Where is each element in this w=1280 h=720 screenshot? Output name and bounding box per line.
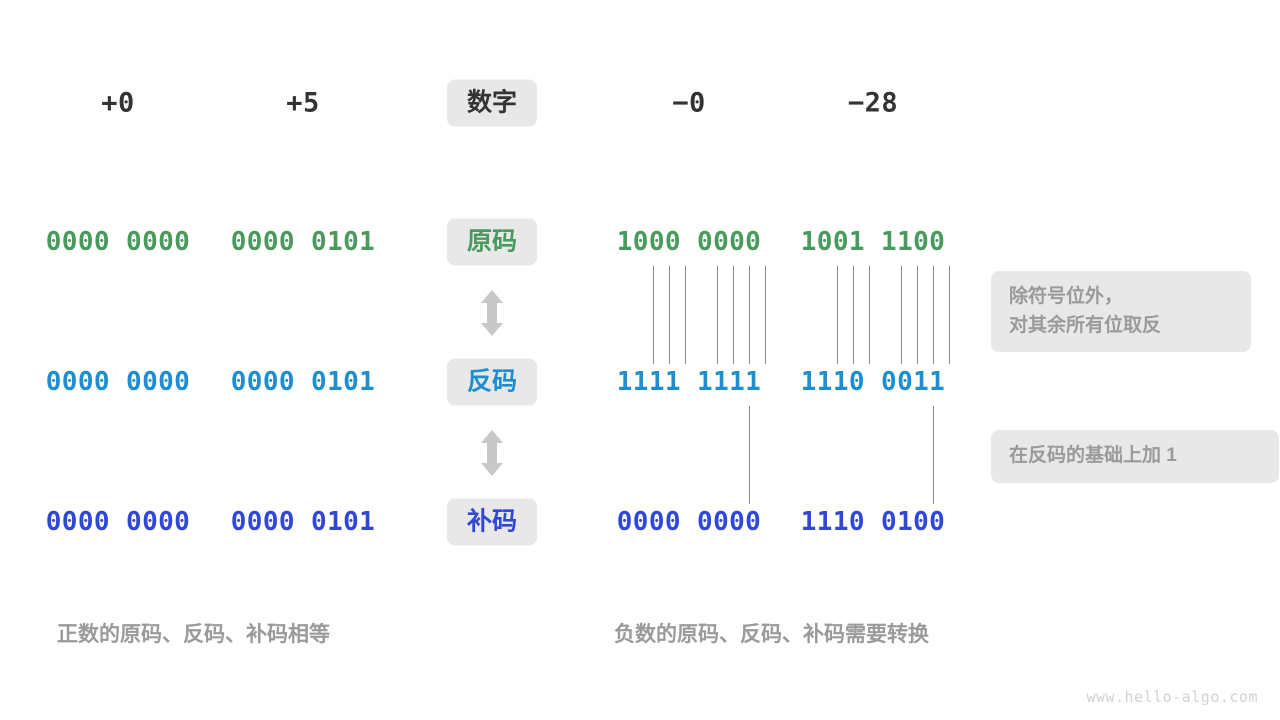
bits-twos-complement-minus-twentyeight: 1110 0100	[800, 507, 946, 537]
connector-line-invert-bit	[837, 266, 838, 364]
caption-positive-numbers: 正数的原码、反码、补码相等	[57, 623, 330, 646]
badge-label-sign-magnitude: 原码	[446, 218, 538, 266]
bits-sign-magnitude-minus-zero: 1000 0000	[616, 227, 762, 257]
badge-label-number: 数字	[446, 79, 538, 127]
row-badge-sign-magnitude: 原码	[446, 218, 538, 266]
connector-line-invert-bit	[853, 266, 854, 364]
connector-line-invert-bit	[933, 266, 934, 364]
bits-twos-complement-plus-zero: 0000 0000	[45, 507, 191, 537]
connector-line-invert-bit	[765, 266, 766, 364]
connector-line-add-one	[749, 406, 750, 504]
column-header-number-plus-zero: +0	[101, 87, 135, 119]
watermark-site-url: www.hello-algo.com	[1086, 688, 1258, 706]
badge-label-twos-complement: 补码	[446, 498, 538, 546]
bits-twos-complement-plus-five: 0000 0101	[230, 507, 376, 537]
bits-ones-complement-minus-zero: 1111 1111	[616, 367, 762, 397]
row-badge-ones-complement: 反码	[446, 358, 538, 406]
bits-ones-complement-minus-twentyeight: 1110 0011	[800, 367, 946, 397]
column-header-number-minus-twentyeight: −28	[847, 87, 899, 119]
bits-sign-magnitude-minus-twentyeight: 1001 1100	[800, 227, 946, 257]
row-badge-twos-complement: 补码	[446, 498, 538, 546]
connector-line-invert-bit	[917, 266, 918, 364]
connector-line-invert-bit	[717, 266, 718, 364]
connector-line-invert-bit	[653, 266, 654, 364]
arrow-up-down-icon	[479, 430, 505, 476]
connector-line-invert-bit	[949, 266, 950, 364]
note-invert-non-sign-bits: 除符号位外， 对其余所有位取反	[991, 271, 1251, 352]
connector-line-invert-bit	[733, 266, 734, 364]
connector-line-invert-bit	[749, 266, 750, 364]
badge-label-ones-complement: 反码	[446, 358, 538, 406]
connector-line-add-one	[933, 406, 934, 504]
column-header-number-minus-zero: −0	[672, 87, 706, 119]
arrow-up-down-icon	[479, 290, 505, 336]
bits-ones-complement-plus-five: 0000 0101	[230, 367, 376, 397]
connector-line-invert-bit	[669, 266, 670, 364]
bits-sign-magnitude-plus-five: 0000 0101	[230, 227, 376, 257]
bits-twos-complement-minus-zero: 0000 0000	[616, 507, 762, 537]
connector-line-invert-bit	[901, 266, 902, 364]
connector-line-invert-bit	[685, 266, 686, 364]
bits-sign-magnitude-plus-zero: 0000 0000	[45, 227, 191, 257]
row-header-badge-number: 数字	[446, 79, 538, 127]
connector-line-invert-bit	[869, 266, 870, 364]
note-add-one-to-ones-complement: 在反码的基础上加 1	[991, 430, 1279, 483]
caption-negative-numbers: 负数的原码、反码、补码需要转换	[614, 623, 929, 646]
column-header-number-plus-five: +5	[286, 87, 320, 119]
bits-ones-complement-plus-zero: 0000 0000	[45, 367, 191, 397]
